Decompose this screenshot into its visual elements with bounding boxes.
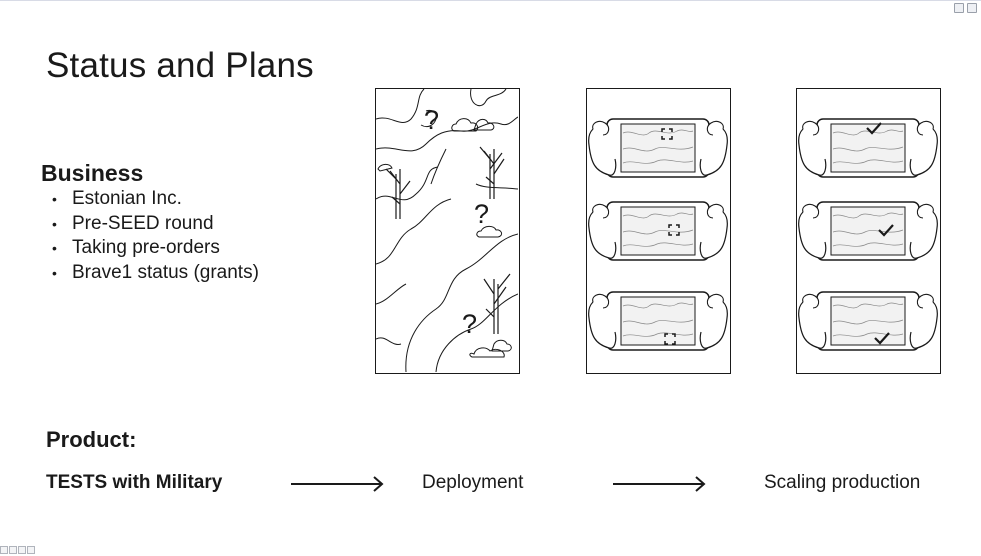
bullet-icon: • — [52, 240, 57, 256]
arrow-right-icon — [291, 476, 384, 492]
handheld-devices-confirmed-illustration — [797, 118, 939, 351]
top-border — [0, 0, 981, 1]
nav-control-icon[interactable] — [0, 546, 8, 554]
bullet-icon: • — [52, 215, 57, 232]
arrow-right-icon — [613, 476, 706, 492]
step-scaling: Scaling production — [764, 472, 921, 493]
nav-control-icon[interactable] — [18, 546, 26, 554]
slide-nav-controls[interactable] — [0, 546, 35, 554]
step-deployment: Deployment — [422, 472, 524, 493]
business-item: •Estonian Inc. — [52, 187, 259, 212]
map-panel: ? ? ? — [375, 88, 520, 374]
question-mark: ? — [474, 199, 490, 229]
devices-scanning-panel — [586, 88, 731, 374]
business-item: •Pre-SEED round — [52, 212, 259, 237]
terrain-map-illustration — [376, 89, 518, 372]
bullet-icon: • — [52, 264, 57, 281]
handheld-devices-scanning-illustration — [587, 118, 729, 351]
nav-control-icon[interactable] — [27, 546, 35, 554]
bullet-icon: • — [52, 191, 57, 207]
slide-title: Status and Plans — [46, 46, 314, 85]
close-control-icon[interactable] — [967, 3, 977, 13]
devices-confirmed-panel — [796, 88, 941, 374]
question-mark: ? — [424, 105, 440, 135]
question-mark: ? — [462, 309, 478, 339]
business-item: •Brave1 status (grants) — [52, 261, 259, 286]
step-tests: TESTS with Military — [46, 472, 223, 493]
business-list: •Estonian Inc. •Pre-SEED round •Taking p… — [52, 187, 259, 285]
product-heading: Product: — [46, 427, 137, 452]
minimize-control-icon[interactable] — [954, 3, 964, 13]
business-item: •Taking pre-orders — [52, 236, 259, 261]
window-controls[interactable] — [954, 3, 977, 13]
business-heading: Business — [41, 160, 144, 186]
nav-control-icon[interactable] — [9, 546, 17, 554]
